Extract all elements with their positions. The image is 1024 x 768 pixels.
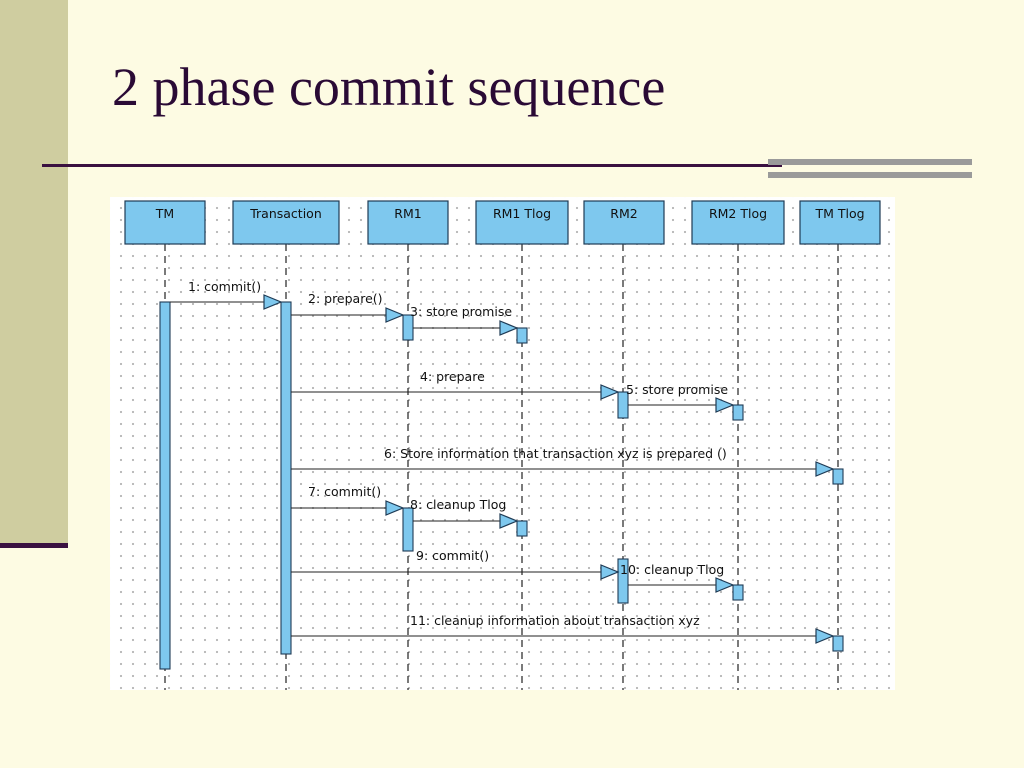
lifeline-head-transaction xyxy=(232,200,340,245)
rule-accent-bar xyxy=(768,172,972,178)
activation-bar-tm xyxy=(159,301,171,670)
message-arrowhead xyxy=(815,461,835,477)
message-arrowhead xyxy=(815,628,835,644)
lifeline-head-rm1-tlog xyxy=(475,200,569,245)
left-decor-accent xyxy=(0,543,68,548)
lifeline-head-rm2 xyxy=(583,200,665,245)
message-arrowhead xyxy=(263,294,283,310)
activation-bar-rm1-tlog xyxy=(516,327,528,344)
message-label: 5: store promise xyxy=(626,382,728,397)
message-label: 2: prepare() xyxy=(308,291,383,306)
message-arrowhead xyxy=(385,307,405,323)
message-label: 11: cleanup information about transactio… xyxy=(410,613,700,628)
message-arrowhead xyxy=(499,513,519,529)
message-label: 9: commit() xyxy=(416,548,489,563)
activation-bar-rm1-tlog xyxy=(516,520,528,537)
slide-title: 2 phase commit sequence xyxy=(112,57,666,117)
message-arrowhead xyxy=(600,384,620,400)
message-arrowhead xyxy=(499,320,519,336)
activation-bar-rm2 xyxy=(617,558,629,604)
left-decor-band xyxy=(0,0,68,545)
message-label: 10: cleanup Tlog xyxy=(620,562,724,577)
message-label: 8: cleanup Tlog xyxy=(410,497,506,512)
lifeline-label-rm2: RM2 xyxy=(610,206,637,221)
lifeline-label-tm-tlog: TM Tlog xyxy=(814,206,864,221)
message-label: 1: commit() xyxy=(188,279,261,294)
lifeline-label-rm1-tlog: RM1 Tlog xyxy=(493,206,551,221)
lifeline-head-rm1 xyxy=(367,200,449,245)
message-label: 7: commit() xyxy=(308,484,381,499)
lifeline-head-tm xyxy=(124,200,206,245)
message-label: 3: store promise xyxy=(410,304,512,319)
lifeline-head-rm2-tlog xyxy=(691,200,785,245)
lifeline-head-tm-tlog xyxy=(799,200,881,245)
sequence-diagram: 1: commit() 2: prepare() 3: store promise 4… xyxy=(110,197,895,690)
title-rule xyxy=(42,164,782,167)
message-arrowhead xyxy=(715,577,735,593)
activation-bar-rm2-tlog xyxy=(732,584,744,601)
message-arrowhead xyxy=(715,397,735,413)
activation-bar-tm-tlog xyxy=(832,468,844,485)
message-arrowhead xyxy=(600,564,620,580)
lifeline-label-rm2-tlog: RM2 Tlog xyxy=(709,206,767,221)
activation-bar-rm1 xyxy=(402,507,414,552)
activation-bar-transaction xyxy=(280,301,292,655)
lifeline-label-transaction: Transaction xyxy=(249,206,322,221)
activation-bar-rm2-tlog xyxy=(732,404,744,421)
lifeline-label-tm: TM xyxy=(155,206,174,221)
activation-bar-tm-tlog xyxy=(832,635,844,652)
rule-accent-bar xyxy=(768,159,972,165)
message-label: 6: Store information that transaction xy… xyxy=(384,446,727,461)
sequence-diagram-canvas: 1: commit() 2: prepare() 3: store promise 4… xyxy=(124,200,881,690)
lifeline-label-rm1: RM1 xyxy=(394,206,421,221)
message-arrowhead xyxy=(385,500,405,516)
message-label: 4: prepare xyxy=(420,369,485,384)
